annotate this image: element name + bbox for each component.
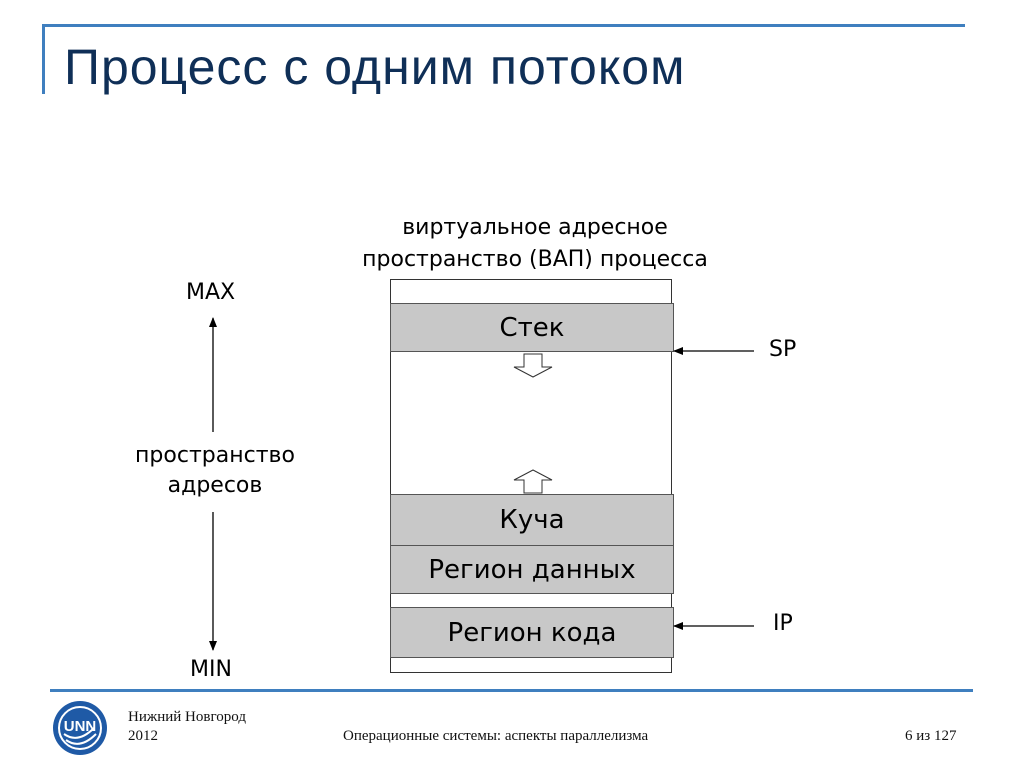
university-logo-icon: UNN bbox=[53, 701, 107, 755]
data-region-label: Регион данных bbox=[428, 554, 636, 585]
code-region-label: Регион кода bbox=[447, 617, 617, 648]
ip-label: IP bbox=[773, 611, 793, 636]
vas-caption-line2: пространство (ВАП) процесса bbox=[362, 247, 708, 272]
address-space-label-line1: пространство bbox=[135, 443, 295, 468]
footer-page-number: 6 из 127 bbox=[905, 728, 957, 744]
stack-region: Стек bbox=[390, 303, 674, 352]
vas-caption-line1: виртуальное адресное bbox=[402, 215, 668, 240]
min-label: MIN bbox=[190, 657, 232, 682]
university-logo: UNN bbox=[52, 700, 108, 756]
title-accent-bar bbox=[42, 24, 45, 94]
logo-text: UNN bbox=[64, 718, 97, 735]
footer-city: Нижний Новгород bbox=[128, 709, 246, 725]
title-accent-line bbox=[42, 24, 965, 27]
data-region: Регион данных bbox=[390, 545, 674, 594]
heap-region: Куча bbox=[390, 494, 674, 546]
slide-title: Процесс с одним потоком bbox=[64, 39, 686, 95]
stack-growth-arrow bbox=[513, 353, 553, 378]
max-label: MAX bbox=[186, 280, 236, 305]
sp-label: SP bbox=[769, 337, 797, 362]
heap-label: Куча bbox=[499, 505, 565, 535]
footer-course-title: Операционные системы: аспекты параллелиз… bbox=[343, 728, 649, 744]
heap-growth-arrow bbox=[513, 469, 553, 494]
address-space-label-line2: адресов bbox=[167, 473, 263, 498]
stack-label: Стек bbox=[499, 312, 565, 343]
code-region: Регион кода bbox=[390, 607, 674, 658]
footer-year: 2012 bbox=[128, 728, 158, 744]
footer-divider bbox=[50, 689, 973, 692]
